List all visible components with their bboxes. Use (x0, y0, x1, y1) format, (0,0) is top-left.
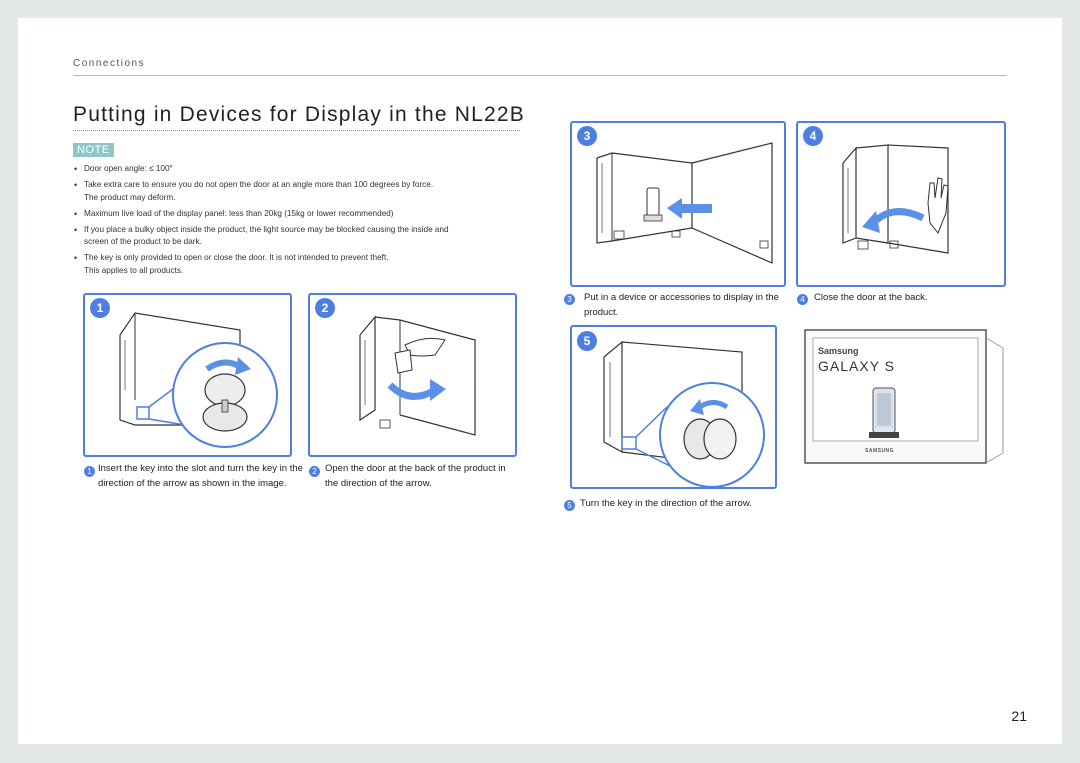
caption-5-badge: 5 (564, 500, 575, 511)
caption-step-1: Insert the key into the slot and turn th… (98, 463, 303, 489)
step-4-badge: 4 (803, 126, 823, 146)
product-display-image: Samsung GALAXY S SAMSUNG (803, 328, 1008, 468)
brand-top: Samsung (818, 346, 859, 356)
step-5-illustration (570, 325, 777, 489)
note-item: If you place a bulky object inside the p… (74, 224, 524, 249)
caption-4-badge: 4 (797, 294, 808, 305)
page-title: Putting in Devices for Display in the NL… (73, 103, 525, 126)
note-item: Take extra care to ensure you do not ope… (74, 179, 524, 204)
step-4-illustration (796, 121, 1006, 287)
step-1-badge: 1 (90, 298, 110, 318)
caption-3-badge: 3 (564, 294, 575, 305)
caption-step-2: Open the door at the back of the product… (325, 463, 506, 489)
brand-bottom: SAMSUNG (865, 448, 895, 454)
caption-step-4: Close the door at the back. (814, 292, 928, 303)
step-3-illustration (570, 121, 786, 287)
caption-step-5: Turn the key in the direction of the arr… (580, 498, 752, 509)
caption-2-badge: 2 (309, 466, 320, 477)
step-5-badge: 5 (577, 331, 597, 351)
note-list: Door open angle: ≤ 100° Take extra care … (74, 163, 524, 281)
step-2-badge: 2 (315, 298, 335, 318)
section-header: Connections (73, 58, 146, 69)
caption-step-3: Put in a device or accessories to displa… (584, 292, 779, 318)
manual-page: Connections Putting in Devices for Displ… (18, 18, 1062, 744)
note-badge: NOTE (73, 143, 114, 157)
title-underline (73, 130, 520, 131)
page-number: 21 (1011, 708, 1027, 724)
header-rule (73, 75, 1007, 76)
step-1-illustration (83, 293, 292, 457)
note-item: The key is only provided to open or clos… (74, 252, 524, 277)
caption-1-badge: 1 (84, 466, 95, 477)
brand-main: GALAXY S (818, 358, 896, 374)
step-2-illustration (308, 293, 517, 457)
note-item: Maximum live load of the display panel: … (74, 208, 524, 221)
note-item: Door open angle: ≤ 100° (74, 163, 524, 176)
step-3-badge: 3 (577, 126, 597, 146)
